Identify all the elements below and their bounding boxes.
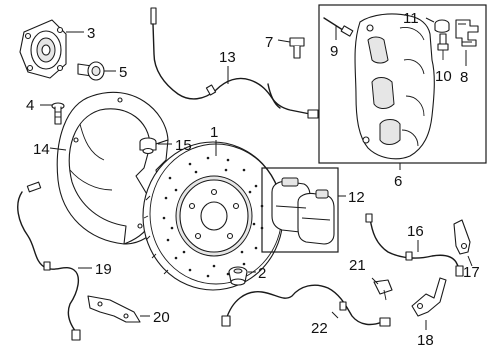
sensor-bracket (453, 219, 471, 255)
callout-19: 19 (95, 261, 112, 278)
callout-12: 12 (348, 189, 365, 206)
callout-18: 18 (417, 332, 434, 349)
disc-screw (228, 266, 248, 286)
callout-21: 21 (349, 257, 366, 274)
abs-sensor-harness (221, 284, 391, 327)
cable-bracket (411, 277, 447, 317)
callout-13: 13 (219, 49, 236, 66)
shield-bolt (139, 137, 157, 155)
abs-speed-sensor (373, 279, 393, 301)
callout-3: 3 (87, 25, 95, 42)
brake-pad-wear-sensor-upper (150, 7, 319, 119)
callout-7: 7 (265, 34, 273, 51)
brake-caliper (354, 13, 435, 160)
callout-4: 4 (26, 97, 34, 114)
callout-9: 9 (330, 43, 338, 60)
caliper-assembly-box (318, 4, 487, 164)
callout-8: 8 (460, 69, 468, 86)
wheel-speed-sensor-cable (17, 181, 81, 341)
rotor-drill-holes (162, 156, 264, 278)
callout-5: 5 (119, 64, 127, 81)
hub-bolt (77, 61, 105, 81)
brake-disc-rotor (142, 141, 284, 291)
callout-10: 10 (435, 68, 452, 85)
brake-pads-box (261, 167, 339, 253)
dust-cap (434, 19, 450, 33)
callout-15: 15 (175, 137, 192, 154)
callout-16: 16 (407, 223, 424, 240)
callout-20: 20 (153, 309, 170, 326)
wheel-hub-bearing (19, 19, 67, 79)
callout-17: 17 (463, 264, 480, 281)
bleeder-screw (323, 17, 354, 37)
callout-1: 1 (210, 124, 218, 141)
abs-sensor-cable (365, 213, 464, 277)
brake-disc-bolt (51, 102, 65, 125)
caliper-bolt (289, 37, 305, 59)
callout-11: 11 (403, 10, 419, 27)
harness-bracket (87, 295, 141, 323)
callout-6: 6 (394, 173, 402, 190)
callout-14: 14 (33, 141, 50, 158)
callout-2: 2 (258, 265, 266, 282)
brake-pads (271, 177, 335, 245)
callout-22: 22 (311, 320, 328, 337)
anti-rattle-spring (455, 19, 479, 47)
bleeder-valve (437, 33, 449, 60)
